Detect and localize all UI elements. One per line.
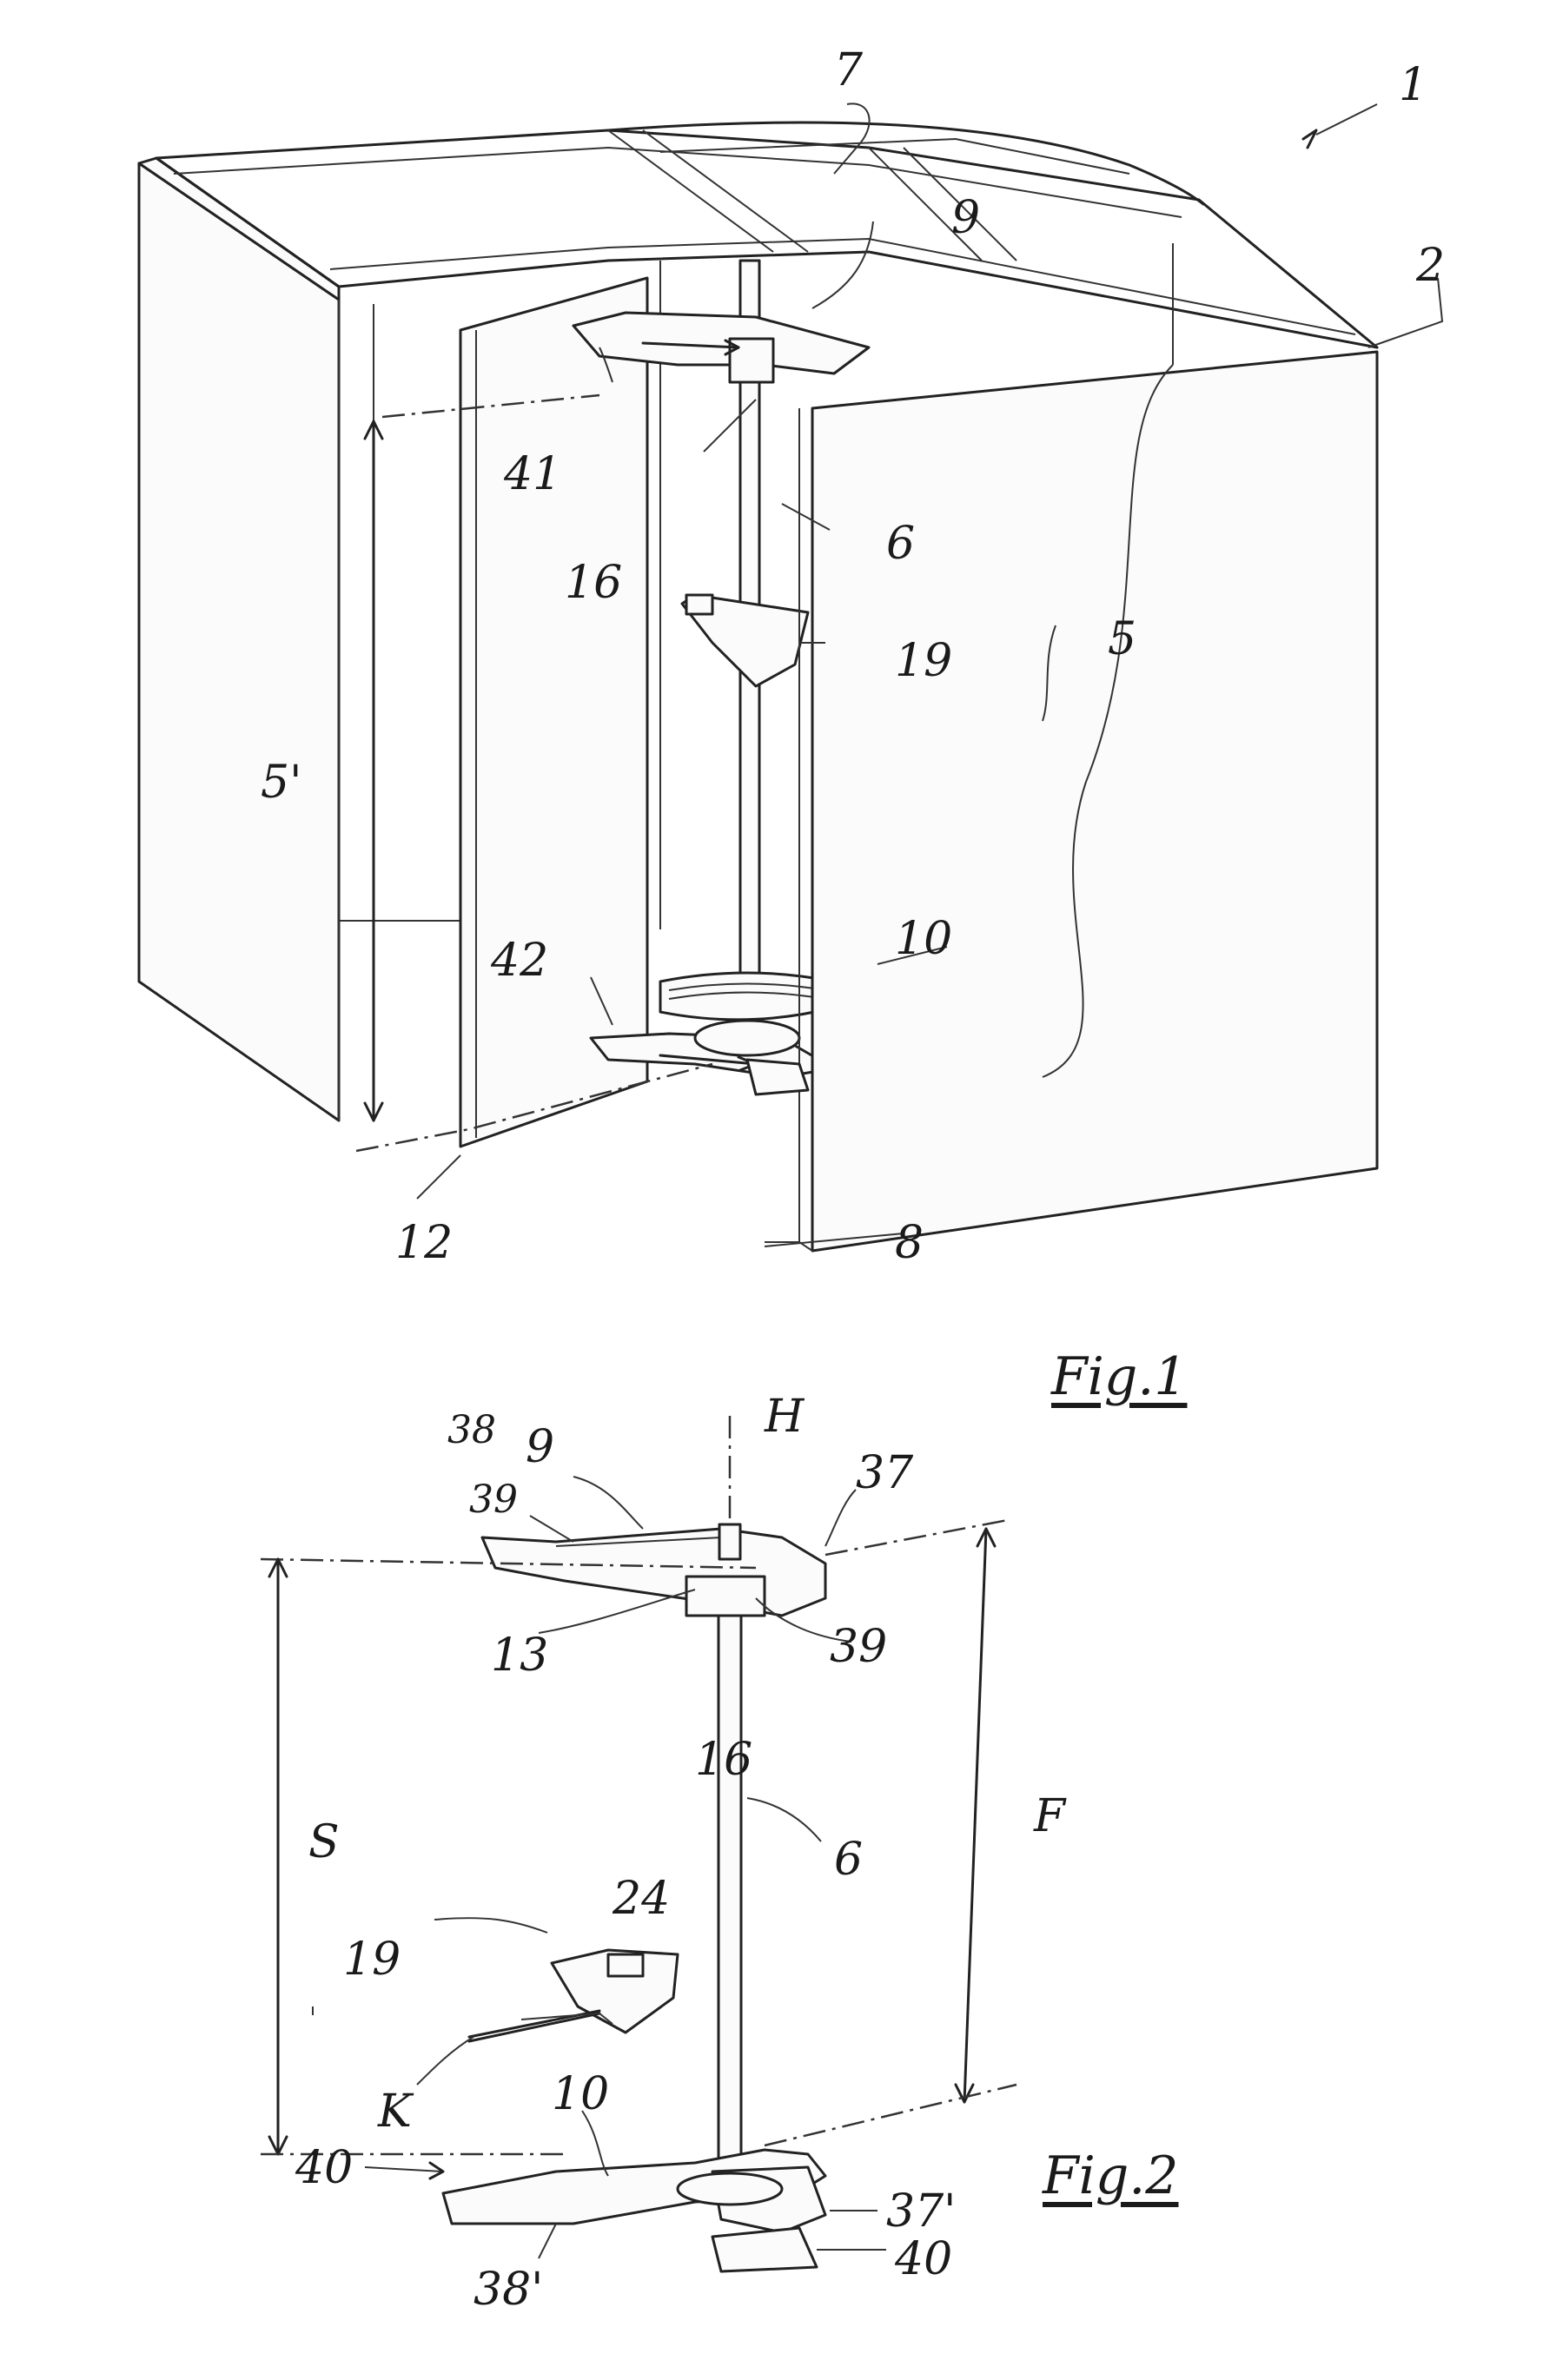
label-S: S bbox=[308, 1820, 340, 1865]
label-H: H bbox=[765, 1394, 804, 1439]
label-1: 1 bbox=[1399, 63, 1427, 108]
figure-1-caption: Fig.1 bbox=[1051, 1351, 1187, 1403]
label-37: 37 bbox=[856, 1451, 913, 1496]
label-24: 24 bbox=[613, 1876, 670, 1921]
label-38-prime: 38' bbox=[473, 2267, 543, 2312]
label-2: 2 bbox=[1416, 243, 1445, 288]
label-5: 5 bbox=[1108, 617, 1136, 662]
label-F: F bbox=[1034, 1794, 1065, 1839]
label-16: 16 bbox=[565, 560, 622, 605]
label-19: 19 bbox=[895, 638, 952, 684]
label-40-left: 40 bbox=[295, 2145, 353, 2191]
fig2-fitting bbox=[261, 1416, 1017, 2271]
label-40-right: 40 bbox=[895, 2237, 952, 2282]
left-door bbox=[460, 278, 647, 1147]
figure-2-caption: Fig.2 bbox=[1043, 2150, 1178, 2202]
label-38: 38 bbox=[447, 1411, 496, 1450]
label-13: 13 bbox=[491, 1633, 548, 1678]
label-42: 42 bbox=[491, 938, 548, 983]
label-12: 12 bbox=[395, 1220, 453, 1266]
fig2-shaft bbox=[719, 1616, 741, 2172]
label-9-fig2: 9 bbox=[526, 1425, 554, 1470]
label-5-prime: 5' bbox=[261, 760, 301, 805]
label-39-left: 39 bbox=[469, 1481, 518, 1519]
curved-top-edge bbox=[608, 122, 1203, 204]
label-K: K bbox=[378, 2089, 412, 2134]
right-door bbox=[812, 352, 1377, 1251]
label-16-fig2: 16 bbox=[695, 1737, 752, 1782]
left-side-panel bbox=[139, 163, 339, 1121]
label-8: 8 bbox=[895, 1220, 924, 1266]
label-39-right: 39 bbox=[830, 1624, 887, 1669]
label-10-fig2: 10 bbox=[552, 2072, 609, 2117]
label-7: 7 bbox=[834, 48, 863, 93]
label-19-fig2: 19 bbox=[343, 1937, 401, 1982]
label-9: 9 bbox=[951, 195, 980, 241]
fig1-cabinet bbox=[139, 103, 1442, 1251]
label-10: 10 bbox=[895, 916, 952, 962]
label-37-prime: 37' bbox=[886, 2189, 956, 2234]
label-41: 41 bbox=[504, 452, 561, 497]
label-6-fig2: 6 bbox=[834, 1837, 863, 1882]
label-6: 6 bbox=[886, 521, 915, 566]
